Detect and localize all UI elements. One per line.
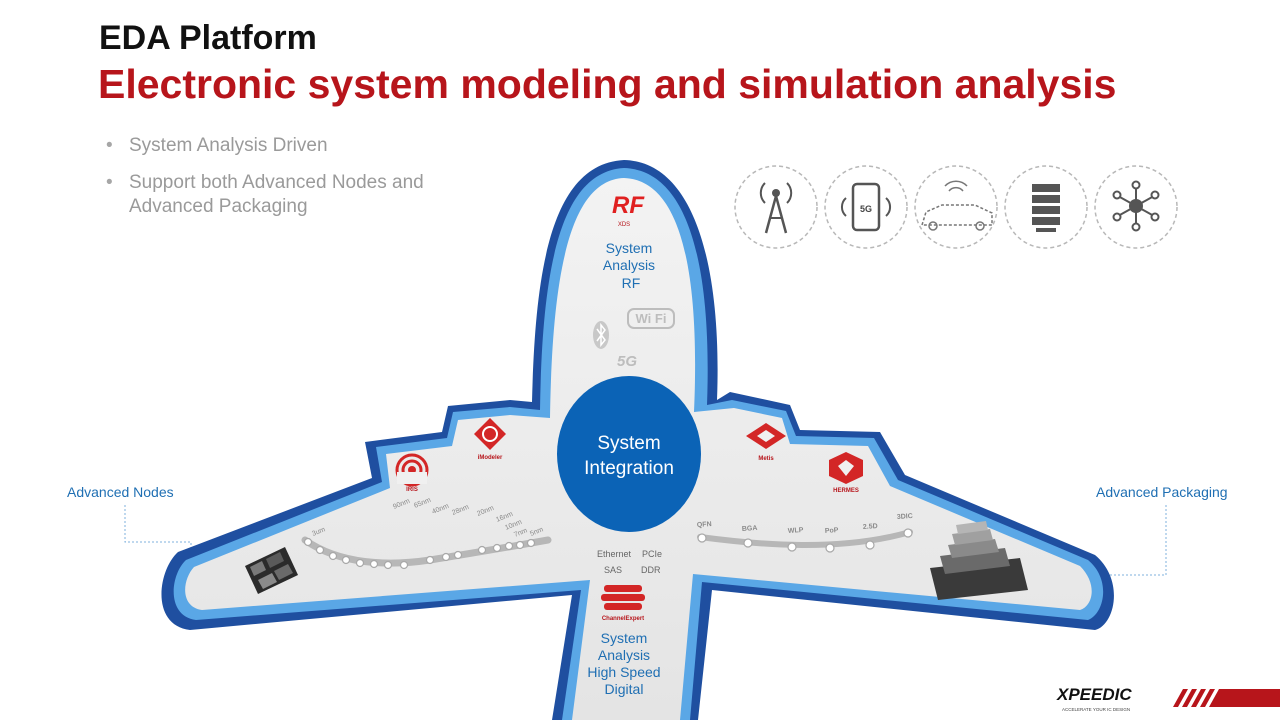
tail-label-line3: High Speed	[587, 664, 660, 680]
xpeedic-tagline: ACCELERATE YOUR IC DESIGN	[1062, 707, 1130, 712]
page-title: EDA Platform	[99, 19, 317, 57]
imodeler-logo: iModeler	[474, 418, 506, 461]
wifi-logo-text: Wi Fi	[636, 311, 667, 326]
node-label: 3um	[311, 526, 326, 538]
svg-text:RF: RF	[612, 192, 645, 219]
center-label-line1: System	[597, 433, 660, 454]
antenna-tower-icon	[734, 165, 818, 249]
package-label: 2.5D	[863, 523, 878, 531]
metis-logo-text: Metis	[758, 456, 774, 462]
server-rack-icon	[1004, 165, 1088, 249]
package-label: BGA	[742, 525, 758, 533]
bluetooth-icon	[593, 321, 609, 349]
iris-logo: IRIS	[395, 453, 429, 493]
xds-logo-text: XDS	[618, 222, 630, 228]
nose-label-line2: Analysis	[603, 257, 655, 273]
app-icons-row: 5G	[734, 165, 1178, 249]
tail-label-line1: System	[601, 630, 648, 646]
bullet-list: System Analysis Driven Support both Adva…	[106, 134, 429, 232]
advanced-packaging-label: Advanced Packaging	[1096, 484, 1228, 500]
xds-logo: RF XDS	[612, 192, 645, 228]
bullet-item: Support both Advanced Nodes and Advanced…	[106, 171, 429, 219]
xpeedic-logo: XPEEDIC ACCELERATE YOUR IC DESIGN	[1056, 685, 1280, 712]
nose-label-line1: System	[606, 240, 653, 256]
package-label: QFN	[697, 521, 712, 529]
center-label-line2: Integration	[584, 458, 674, 479]
package-labels: QFN BGA WLP PoP 2.5D 3DIC	[697, 513, 913, 535]
advanced-nodes-label: Advanced Nodes	[67, 484, 174, 500]
protocol-pcie: PCIe	[642, 549, 662, 559]
package-label: WLP	[788, 527, 804, 535]
xpeedic-logo-text: XPEEDIC	[1056, 685, 1132, 704]
network-hub-icon	[1094, 165, 1178, 249]
page-subtitle: Electronic system modeling and simulatio…	[98, 61, 1117, 107]
hermes-logo: HERMES	[829, 452, 863, 494]
imodeler-logo-text: iModeler	[478, 455, 503, 461]
advanced-packaging-curve	[697, 529, 913, 549]
package-label: 3DIC	[897, 513, 913, 521]
metis-logo: Metis	[746, 423, 786, 462]
phone-5g-text: 5G	[860, 204, 872, 214]
connected-car-icon	[914, 165, 998, 249]
node-label: 7nm	[513, 527, 528, 539]
hermes-logo-text: HERMES	[833, 488, 859, 494]
node-dots	[303, 537, 536, 570]
5g-logo: 5G	[617, 353, 637, 370]
bullet-item: System Analysis Driven	[106, 134, 429, 158]
protocol-ethernet: Ethernet	[597, 549, 632, 559]
system-integration-circle	[557, 376, 701, 532]
channelexpert-logo: ChannelExpert	[601, 585, 645, 622]
package-dots	[697, 528, 913, 553]
protocol-ddr: DDR	[641, 565, 661, 575]
channelexpert-logo-text: ChannelExpert	[602, 616, 644, 622]
iris-logo-text: IRIS	[406, 487, 418, 493]
node-label: 5nm	[529, 526, 544, 538]
right-leader-line	[1100, 505, 1167, 576]
wifi-logo: Wi Fi	[627, 308, 675, 329]
3d-package-image	[930, 521, 1028, 600]
tail-label-line4: Digital	[605, 681, 644, 697]
smartphone-5g-icon: 5G	[824, 165, 908, 249]
chip-die-image	[245, 547, 298, 594]
tail-label-line2: Analysis	[598, 647, 650, 663]
nose-label-line3: RF	[622, 275, 641, 291]
protocol-sas: SAS	[604, 565, 622, 575]
package-label: PoP	[825, 527, 839, 535]
